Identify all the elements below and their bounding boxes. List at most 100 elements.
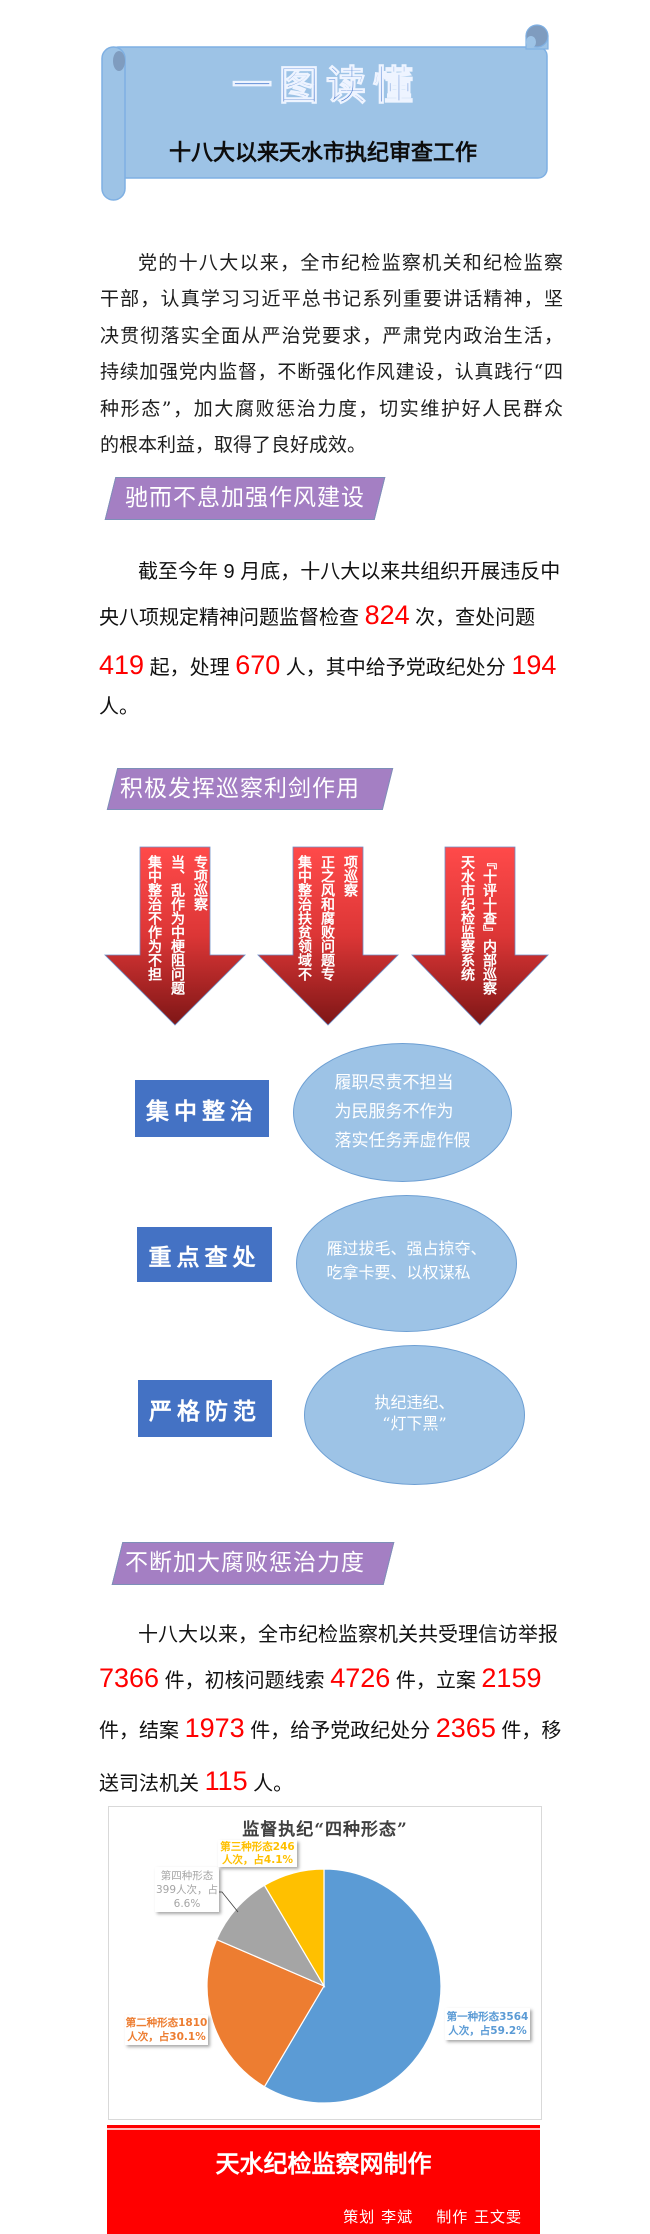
stat-paragraph-line: 7366 件，初核问题线索 4726 件，立案 2159 (99, 1656, 559, 1700)
arrow-label-column: 集中整治不作为不担 (146, 855, 162, 981)
footer-divider (107, 2128, 540, 2130)
arrow-label-inaction: 集中整治不作为不担 当、乱作为中梗阻问题 专项巡察 (142, 855, 211, 1015)
down-arrow-icon (257, 846, 399, 1026)
text: 人，其中给予党政纪处分 (280, 657, 512, 679)
arrow-label-poverty: 集中整治扶贫领域不 正之风和腐败问题专 项巡察 (292, 855, 361, 1015)
stat-disciplined: 194 (511, 650, 557, 680)
footer-title: 天水纪检监察网制作 (215, 2149, 432, 2178)
text: 十八大以来，全市纪检监察机关共受理信访举报 (138, 1624, 558, 1646)
detail-line: 履职尽责不担当 (334, 1073, 454, 1093)
intro-line: 决贯彻落实全面从严治党要求，严肃党内政治生活， (100, 324, 563, 347)
label-line: 第一种形态3564 (446, 2011, 529, 2023)
stat-cases: 419 (99, 650, 145, 680)
focus-detail-ellipse: 履职尽责不担当 为民服务不作为 落实任务弄虚作假 (293, 1043, 512, 1182)
focus-detail-text: 执纪违纪、 “灯下黑” (374, 1392, 454, 1434)
pie-slice-1 (263, 1868, 442, 2104)
pie-slice-3 (215, 1884, 326, 1988)
focus-label-rectify: 集中整治 (135, 1080, 269, 1137)
label-line: 人次，占4.1% (221, 1853, 294, 1866)
focus-detail-ellipse: 执纪违纪、 “灯下黑” (304, 1345, 525, 1485)
text: 人。 (247, 1773, 294, 1795)
arrow-label-column: 集中整治扶贫领域不 (296, 855, 312, 981)
chart-title: 监督执纪“四种形态” (242, 1820, 408, 1840)
pie-chart (206, 1868, 442, 2104)
scroll-left-roll (101, 46, 126, 201)
arrow-label-column: 项巡察 (342, 855, 358, 897)
arrow-label-column: 正之风和腐败问题专 (319, 855, 335, 981)
detail-line: 执纪违纪、 (374, 1393, 455, 1412)
section-heading-text: 不断加大腐败惩治力度 (125, 1550, 365, 1576)
footer-banner: 天水纪检监察网制作 策划 李斌 制作 王文雯 (107, 2125, 540, 2234)
data-label-form4: 第四种形态 399人次，占 6.6% (155, 1867, 219, 1912)
arrow-label-column: 『十评十查』内部巡察 (481, 855, 497, 995)
stat-paragraph-line: 419 起，处理 670 人，其中给予党政纪处分 194 (99, 643, 559, 687)
focus-detail-ellipse: 雁过拔毛、强占掠夺、 吃拿卡要、以权谋私 (296, 1195, 517, 1332)
arrow-label-column: 当、乱作为中梗阻问题 (169, 855, 185, 995)
text: 件，立案 (390, 1670, 482, 1692)
focus-label-text: 集中整治 (146, 1097, 258, 1125)
stat-paragraph-line: 送司法机关 115 人。 (99, 1759, 559, 1803)
label-line: 第二种形态1810 (125, 2017, 208, 2029)
data-label-form2: 第二种形态1810 人次，占30.1% (125, 2015, 208, 2045)
credit-role: 策划 (343, 2208, 376, 2226)
down-arrow-icon (411, 846, 549, 1026)
arrow-label-column: 天水市纪检监察系统 (459, 855, 475, 981)
section-heading-text: 驰而不息加强作风建设 (125, 485, 365, 511)
text: 送司法机关 (99, 1773, 205, 1795)
label-line: 第三种形态246 (220, 1840, 295, 1853)
intro-paragraph: 党的十八大以来，全市纪检监察机关和纪检监察 干部，认真学习习近平总书记系列重要讲… (100, 245, 563, 463)
focus-label-text: 重点查处 (148, 1243, 261, 1271)
stat-filed-cases: 2159 (481, 1663, 542, 1693)
section-heading-anticorruption: 不断加大腐败惩治力度 (111, 1542, 395, 1585)
down-arrow-icon (104, 846, 246, 1026)
stat-clues: 4726 (330, 1663, 391, 1693)
stat-paragraph-line: 央八项规定精神问题监督检查 824 次，查处问题 (99, 593, 559, 637)
text: 件，给予党政纪处分 (244, 1720, 436, 1742)
title-scroll-banner: 一图读懂 十八大以来天水市执纪审查工作 (101, 24, 549, 201)
label-line: 6.6% (173, 1897, 201, 1910)
detail-line: 吃拿卡要、以权谋私 (326, 1262, 471, 1282)
focus-label-text: 严格防范 (149, 1397, 261, 1425)
section-heading-style: 驰而不息加强作风建设 (104, 477, 386, 520)
label-line: 399人次，占 (155, 1883, 219, 1896)
pie-slice-2 (206, 1938, 325, 2088)
section-heading-inspection: 积极发挥巡察利剑作用 (106, 768, 394, 810)
focus-detail-text: 履职尽责不担当 为民服务不作为 落实任务弄虚作假 (335, 1069, 471, 1156)
intro-line: 的根本利益，取得了良好成效。 (100, 433, 367, 456)
detail-line: 雁过拔毛、强占掠夺、 (326, 1238, 487, 1258)
data-label-form1: 第一种形态3564 人次，占59.2% (445, 2008, 530, 2040)
text: 起，处理 (144, 657, 236, 679)
stat-paragraph-line: 截至今年 9 月底，十八大以来共组织开展违反中 (99, 550, 598, 594)
stat-paragraph-line: 件，结案 1973 件，给予党政纪处分 2365 件，移 (99, 1706, 562, 1750)
intro-line: 种形态”，加大腐败惩治力度，切实维护好人民群众 (100, 397, 563, 420)
focus-label-prevent: 严格防范 (138, 1380, 272, 1437)
stat-judicial-transfers: 115 (204, 1766, 248, 1796)
arrow-label-internal: 天水市纪检监察系统 『十评十查』内部巡察 (456, 855, 500, 1015)
arrow-label-column: 专项巡察 (192, 855, 208, 911)
section-heading-text: 积极发挥巡察利剑作用 (120, 776, 360, 802)
text: 人。 (99, 696, 139, 718)
stat-persons-handled: 670 (235, 650, 281, 680)
detail-line: “灯下黑” (382, 1414, 447, 1433)
label-line: 人次，占59.2% (448, 2025, 527, 2037)
intro-line: 干部，认真学习习近平总书记系列重要讲话精神，坚 (100, 288, 563, 311)
pie-slice-4 (263, 1868, 325, 1989)
inspection-arrows (104, 846, 549, 1026)
intro-line: 党的十八大以来，全市纪检监察机关和纪检监察 (138, 252, 563, 274)
focus-detail-text: 雁过拔毛、强占掠夺、 吃拿卡要、以权谋私 (326, 1237, 486, 1285)
banner-title: 一图读懂 (232, 62, 420, 109)
banner-subtitle: 十八大以来天水市执纪审查工作 (169, 140, 477, 166)
label-line: 人次，占30.1% (127, 2031, 206, 2043)
stat-paragraph-line: 人。 (99, 685, 559, 729)
intro-line: 持续加强党内监督，不断强化作风建设，认真践行“四 (100, 361, 563, 384)
text: 件，移 (495, 1720, 562, 1742)
detail-line: 为民服务不作为 (334, 1102, 454, 1122)
scroll-right-curl (525, 24, 549, 50)
data-label-form3: 第三种形态246 人次，占4.1% (218, 1840, 297, 1867)
leader-line (218, 1891, 239, 1913)
credit-name: 王文雯 (473, 2208, 522, 2226)
text: 件，初核问题线索 (159, 1670, 331, 1692)
text: 次，查处问题 (409, 607, 536, 629)
focus-label-investigate: 重点查处 (137, 1227, 272, 1282)
label-line: 第四种形态 (160, 1869, 214, 1882)
